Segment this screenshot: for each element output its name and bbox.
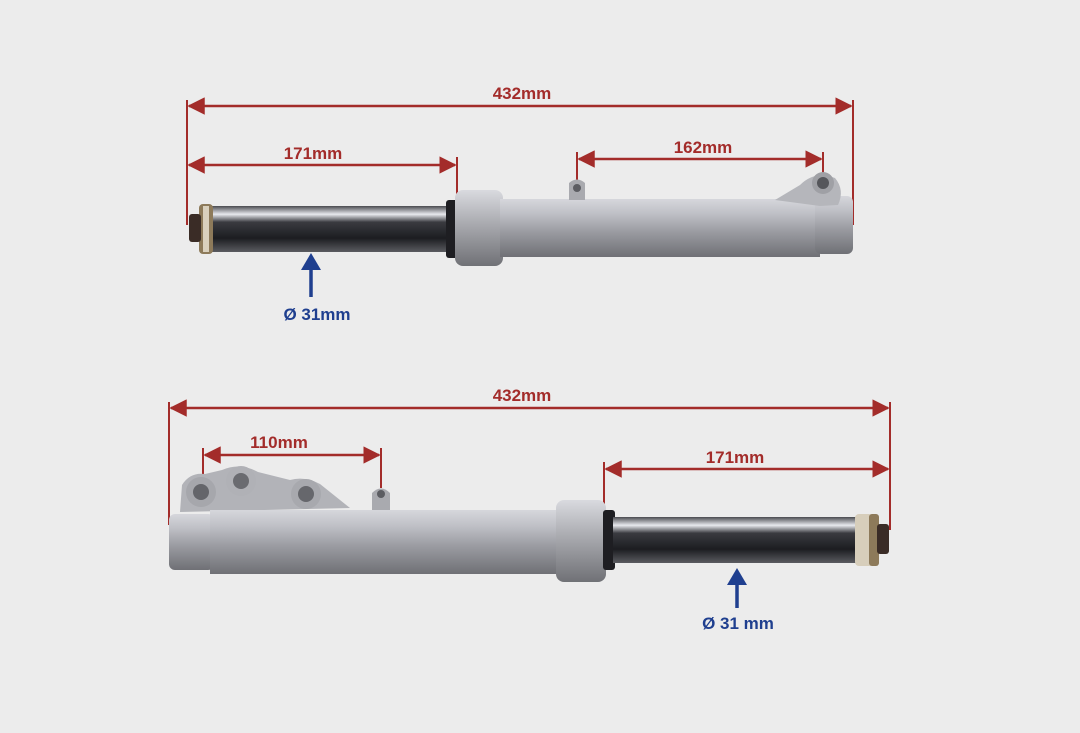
top-overall-dimension: 432mm <box>186 84 854 225</box>
bottom-diameter-label: Ø 31 mm <box>702 614 774 633</box>
top-fork: 432mm 171mm 162mm <box>186 84 854 324</box>
up-arrow-icon <box>301 253 321 270</box>
bottom-stanchion-length-label: 171mm <box>706 448 765 467</box>
bottom-stanchion-dimension: 171mm <box>603 448 890 510</box>
bottom-fork: 432mm 110mm 171mm <box>168 386 891 633</box>
top-diameter-indicator: Ø 31mm <box>283 253 351 324</box>
bottom-diameter-indicator: Ø 31 mm <box>702 568 774 633</box>
top-mount-spacing-label: 162mm <box>674 138 733 157</box>
up-arrow-icon <box>727 568 747 585</box>
top-stanchion-dimension: 171mm <box>187 144 458 195</box>
top-mount-dimension: 162mm <box>576 138 824 185</box>
bottom-overall-length-label: 432mm <box>493 386 552 405</box>
bottom-overall-dimension: 432mm <box>168 386 891 530</box>
bottom-mount-spacing-label: 110mm <box>250 433 308 452</box>
top-overall-length-label: 432mm <box>493 84 552 103</box>
top-fork-body <box>189 172 853 266</box>
bottom-fork-body <box>169 466 889 582</box>
top-stanchion-length-label: 171mm <box>284 144 343 163</box>
top-diameter-label: Ø 31mm <box>283 305 350 324</box>
